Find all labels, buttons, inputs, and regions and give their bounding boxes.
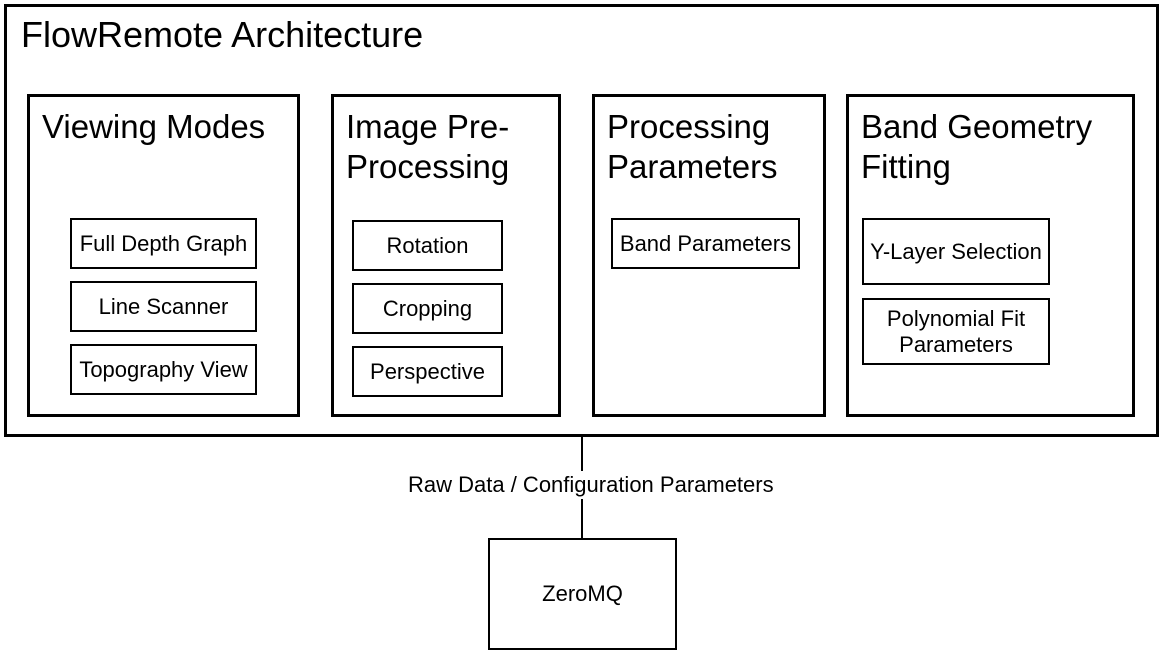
column-node-stack: Rotation Cropping Perspective xyxy=(352,220,503,397)
column-node-stack: Band Parameters xyxy=(611,218,800,269)
column-processing-parameters: Processing Parameters Band Parameters xyxy=(592,94,826,417)
node-box: Rotation xyxy=(352,220,503,271)
column-viewing-modes: Viewing Modes Full Depth Graph Line Scan… xyxy=(27,94,300,417)
column-node-stack: Full Depth Graph Line Scanner Topography… xyxy=(70,218,257,395)
diagram-title: FlowRemote Architecture xyxy=(21,14,424,55)
node-box: Polynomial Fit Parameters xyxy=(862,298,1050,365)
column-title: Band Geometry Fitting xyxy=(861,108,1093,185)
connector-label: Raw Data / Configuration Parameters xyxy=(404,471,778,500)
node-box: Line Scanner xyxy=(70,281,257,332)
zeromq-node: ZeroMQ xyxy=(488,538,677,650)
column-title: Processing Parameters xyxy=(607,108,778,185)
column-title: Viewing Modes xyxy=(42,108,266,145)
column-title: Image Pre-Processing xyxy=(346,108,510,185)
column-band-geometry-fitting: Band Geometry Fitting Y-Layer Selection … xyxy=(846,94,1135,417)
column-node-stack: Y-Layer Selection Polynomial Fit Paramet… xyxy=(862,218,1050,365)
node-box: Y-Layer Selection xyxy=(862,218,1050,285)
node-box: Cropping xyxy=(352,283,503,334)
node-box: Topography View xyxy=(70,344,257,395)
column-image-pre-processing: Image Pre-Processing Rotation Cropping P… xyxy=(331,94,561,417)
node-box: Band Parameters xyxy=(611,218,800,269)
node-box: Perspective xyxy=(352,346,503,397)
node-box: Full Depth Graph xyxy=(70,218,257,269)
